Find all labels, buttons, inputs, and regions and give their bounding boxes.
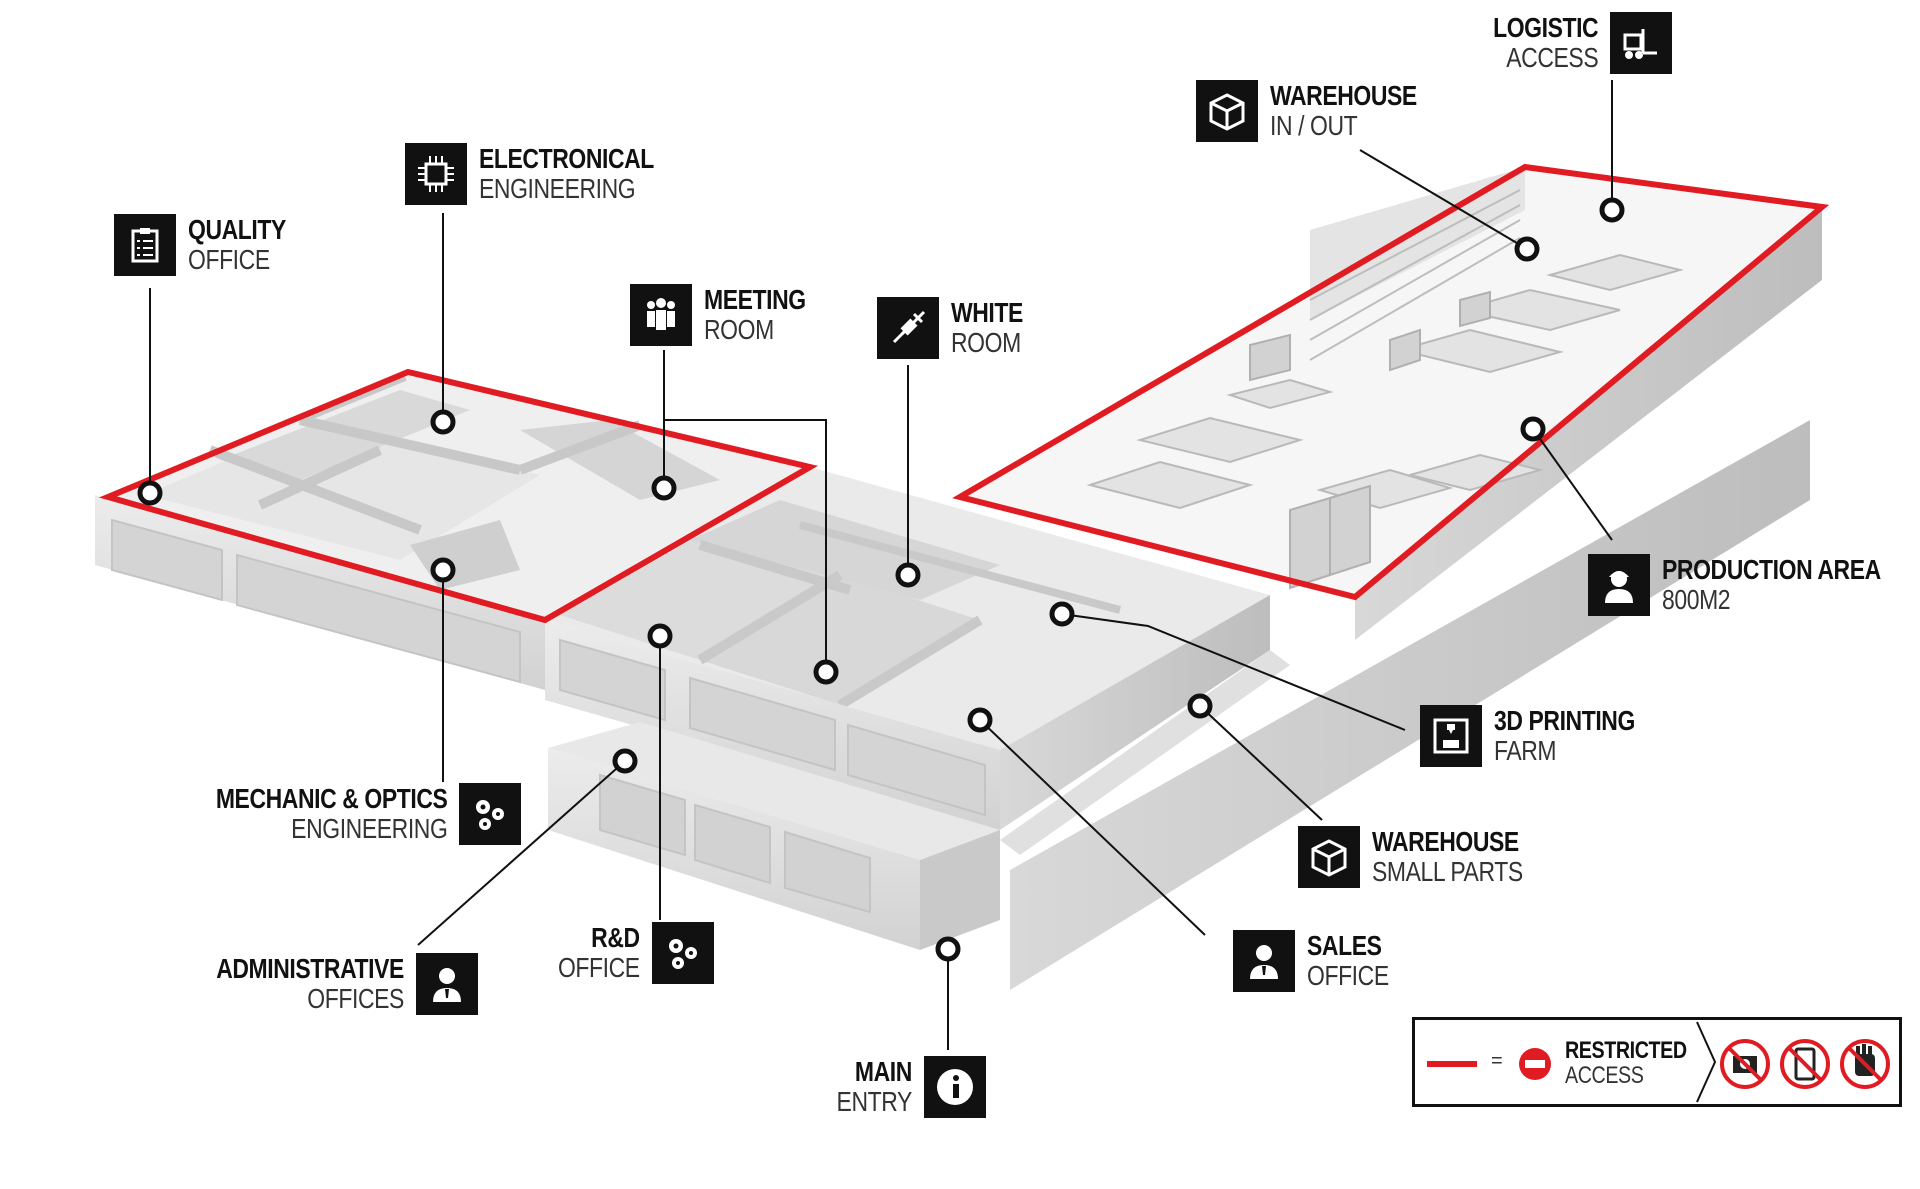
package-box-icon <box>1298 826 1360 888</box>
info-icon <box>923 1056 986 1118</box>
leader-lines <box>149 80 1613 1050</box>
label-meeting: MEETING ROOM <box>630 284 828 346</box>
clipboard-checklist-icon <box>114 214 176 276</box>
label-sales-subtitle: OFFICE <box>1307 960 1389 991</box>
label-warehouse-inout-title: WAREHOUSE <box>1270 80 1417 111</box>
label-mechanic-subtitle: ENGINEERING <box>291 813 448 844</box>
worker-icon <box>1588 554 1650 616</box>
marker-electronical <box>430 409 456 435</box>
marker-main-entry <box>935 936 961 962</box>
label-production: PRODUCTION AREA 800M2 <box>1588 554 1920 616</box>
label-electronical-title: ELECTRONICAL <box>479 143 654 174</box>
restricted-outlines <box>98 163 1830 624</box>
label-administrative: ADMINISTRATIVE OFFICES <box>175 953 478 1015</box>
marker-mechanic <box>430 557 456 583</box>
no-phone-icon <box>1780 1039 1830 1089</box>
marker-rnd <box>647 623 673 649</box>
3d-printer-icon <box>1420 705 1482 767</box>
location-markers <box>137 197 1625 962</box>
legend-title: RESTRICTED <box>1565 1037 1687 1064</box>
label-electronical: ELECTRONICAL ENGINEERING <box>405 143 692 205</box>
legend-equals: = <box>1491 1050 1503 1072</box>
marker-logistic <box>1599 197 1625 223</box>
label-white-room: WHITE ROOM <box>877 297 1039 359</box>
label-3d-printing-subtitle: FARM <box>1494 735 1557 766</box>
center-block <box>545 467 1270 830</box>
restricted-access-legend: = RESTRICTED ACCESS <box>1412 1017 1902 1107</box>
marker-production <box>1520 416 1546 442</box>
label-meeting-subtitle: ROOM <box>704 314 774 345</box>
syringe-icon <box>877 297 939 359</box>
label-warehouse-small-subtitle: SMALL PARTS <box>1372 856 1523 887</box>
label-main-entry: MAIN ENTRY <box>820 1056 986 1118</box>
label-rnd-subtitle: OFFICE <box>557 952 640 983</box>
label-sales: SALES OFFICE <box>1233 930 1407 992</box>
label-mechanic-title: MECHANIC & OPTICS <box>215 783 448 814</box>
label-white-room-title: WHITE <box>951 297 1023 328</box>
no-camera-icon <box>1720 1039 1770 1089</box>
label-logistic: LOGISTIC ACCESS <box>1470 12 1673 74</box>
label-production-subtitle: 800M2 <box>1662 584 1731 615</box>
label-quality: QUALITY OFFICE <box>114 214 307 276</box>
forklift-icon <box>1610 12 1673 74</box>
label-warehouse-inout: WAREHOUSE IN / OUT <box>1196 80 1449 142</box>
label-quality-subtitle: OFFICE <box>188 244 270 275</box>
gears-icon <box>459 783 522 845</box>
people-group-icon <box>630 284 692 346</box>
gears-icon <box>651 922 714 984</box>
label-logistic-title: LOGISTIC <box>1493 12 1599 43</box>
label-warehouse-small: WAREHOUSE SMALL PARTS <box>1298 826 1556 888</box>
marker-quality <box>137 480 163 506</box>
no-touch-icon <box>1840 1039 1890 1089</box>
label-administrative-subtitle: OFFICES <box>307 983 404 1014</box>
package-box-icon <box>1196 80 1258 142</box>
label-white-room-subtitle: ROOM <box>951 327 1021 358</box>
marker-administrative <box>612 748 638 774</box>
label-3d-printing: 3D PRINTING FARM <box>1420 705 1666 767</box>
label-electronical-subtitle: ENGINEERING <box>479 173 636 204</box>
label-3d-printing-title: 3D PRINTING <box>1494 705 1635 736</box>
label-administrative-title: ADMINISTRATIVE <box>216 953 404 984</box>
label-rnd: R&D OFFICE <box>540 922 714 984</box>
marker-sales <box>967 707 993 733</box>
label-rnd-title: R&D <box>591 922 640 953</box>
label-logistic-subtitle: ACCESS <box>1506 42 1599 73</box>
label-mechanic: MECHANIC & OPTICS ENGINEERING <box>165 783 522 845</box>
restricted-outline-production <box>952 163 1830 601</box>
marker-warehouse-small <box>1187 693 1213 719</box>
label-main-entry-title: MAIN <box>854 1056 912 1087</box>
legend-subtitle: ACCESS <box>1565 1062 1644 1089</box>
marker-meeting-2 <box>813 659 839 685</box>
businessman-icon <box>415 953 478 1015</box>
businessman-icon <box>1233 930 1295 992</box>
production-hall <box>960 167 1822 640</box>
marker-warehouse-inout <box>1514 236 1540 262</box>
restricted-outline-offices <box>98 368 819 624</box>
office-block <box>95 372 810 690</box>
label-quality-title: QUALITY <box>188 214 286 245</box>
label-warehouse-small-title: WAREHOUSE <box>1372 826 1519 857</box>
microchip-icon <box>405 143 467 205</box>
marker-meeting <box>651 475 677 501</box>
label-warehouse-inout-subtitle: IN / OUT <box>1270 110 1358 141</box>
label-sales-title: SALES <box>1307 930 1382 961</box>
label-meeting-title: MEETING <box>704 284 806 315</box>
marker-white-room <box>895 562 921 588</box>
label-production-title: PRODUCTION AREA <box>1662 554 1881 585</box>
marker-3d-printing <box>1049 601 1075 627</box>
label-main-entry-subtitle: ENTRY <box>836 1086 913 1117</box>
